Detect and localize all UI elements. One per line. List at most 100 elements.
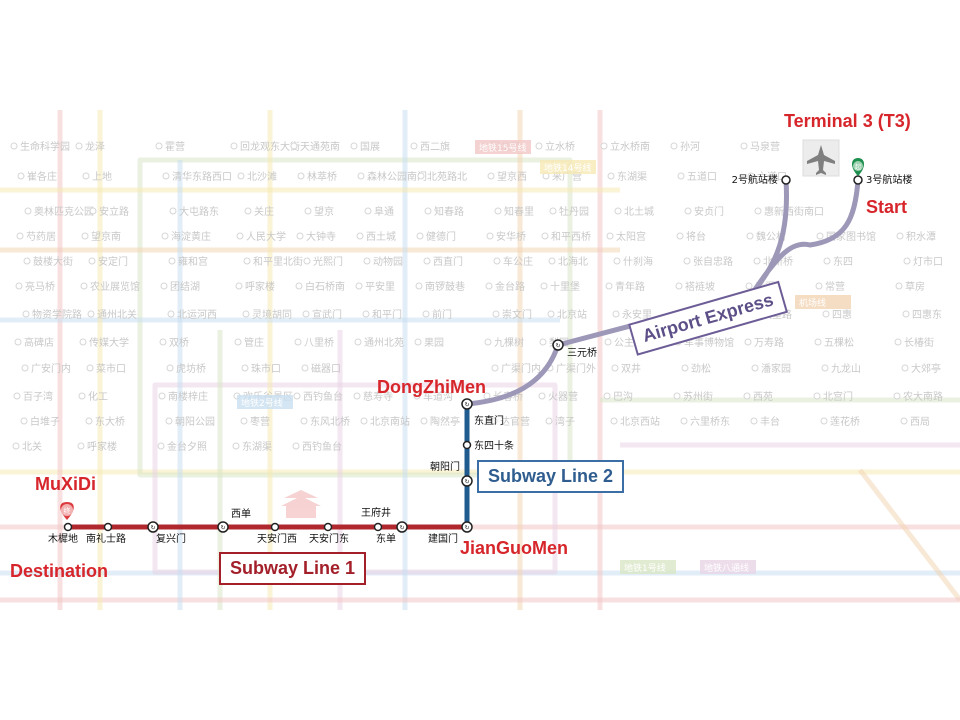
faded-station-label: 孙河: [680, 140, 700, 153]
faded-station-label: 平安里: [365, 280, 395, 293]
station-t2[interactable]: 2号航站楼: [732, 173, 791, 186]
station-chaoyangmen[interactable]: ↻ 朝阳门: [430, 460, 473, 487]
faded-station-dot: [548, 257, 556, 265]
faded-station-label: 永安里: [622, 308, 652, 321]
station-dongsishitiao[interactable]: 东四十条: [462, 439, 515, 452]
faded-station-label: 菜市口: [96, 362, 126, 375]
faded-station-dot: [302, 310, 310, 318]
faded-station-label: 陶然亭: [430, 415, 460, 428]
faded-station-label: 万寿路: [754, 336, 784, 349]
faded-station-label: 百子湾: [23, 390, 53, 403]
station-nanlishilu[interactable]: 南礼士路: [86, 522, 126, 546]
faded-station-label: 天通苑南: [300, 140, 340, 153]
faded-station-dot: [547, 310, 555, 318]
faded-station-label: 龙泽: [85, 140, 105, 153]
faded-station-dot: [240, 417, 248, 425]
faded-station-dot: [79, 338, 87, 346]
station-label-nanlishilu: 南礼士路: [86, 532, 126, 545]
faded-station-dot: [424, 207, 432, 215]
faded-station-label: 双桥: [169, 337, 189, 349]
station-dongdan[interactable]: ↻ 东单: [376, 521, 408, 545]
faded-station-dot: [364, 207, 372, 215]
faded-station-label: 森林公园南门: [367, 170, 427, 183]
faded-line-segment: [152, 382, 558, 575]
faded-station-label: 马泉营: [750, 140, 780, 153]
station-wangfujing[interactable]: 王府井: [361, 506, 391, 532]
faded-station-label: 西苑: [753, 390, 773, 403]
faded-station-label: 车道沟: [423, 390, 453, 403]
faded-station-label: 四惠: [832, 308, 852, 321]
station-fuxingmen[interactable]: ↻ 复兴门: [147, 521, 186, 545]
station-xidan[interactable]: ↻ 西单: [217, 508, 251, 533]
faded-station-label: 宣武门: [312, 308, 342, 321]
start-callout: Start: [866, 197, 908, 217]
station-t3[interactable]: 3号航站楼: [853, 173, 912, 186]
faded-station-label: 西钓鱼台: [302, 440, 342, 453]
faded-station-label: 广安门内: [31, 362, 71, 375]
faded-station-dot: [304, 207, 312, 215]
station-tiananmen-west[interactable]: 天安门西: [257, 522, 297, 546]
faded-station-label: 什刹海: [623, 255, 653, 268]
faded-station-dot: [743, 392, 751, 400]
faded-station-dot: [813, 392, 821, 400]
station-label-dongdan: 东单: [376, 532, 396, 545]
faded-station-dot: [88, 257, 96, 265]
faded-station-dot: [292, 442, 300, 450]
faded-station-label: 朝阳公园: [175, 416, 215, 428]
faded-station-dot: [78, 392, 86, 400]
svg-text:↻: ↻: [220, 525, 225, 532]
faded-station-label: 大屯路东: [179, 205, 219, 218]
station-dongzhimen[interactable]: ↻ 东直门: [461, 398, 504, 427]
faded-station-dot: [815, 282, 823, 290]
station-jianguomen[interactable]: ↻ 建国门: [428, 521, 473, 545]
faded-station-dot: [303, 257, 311, 265]
destination-pin-icon: 终: [60, 502, 74, 520]
station-muxidi[interactable]: 木樨地: [48, 522, 78, 546]
faded-station-label: 大钟寺: [306, 230, 336, 243]
faded-station-dot: [234, 338, 242, 346]
faded-station-label: 惠新西街南口: [764, 205, 824, 218]
faded-station-dot: [15, 282, 23, 290]
start-pin-icon: 起: [852, 158, 864, 176]
subway-line1-label: Subway Line 1: [219, 552, 367, 585]
station-label-xidan: 西单: [231, 508, 251, 520]
faded-station-dot: [237, 172, 245, 180]
faded-station-dot: [895, 282, 903, 290]
faded-station-label: 丰台: [760, 415, 780, 428]
station-label-sanyuanqiao: 三元桥: [567, 347, 597, 359]
faded-station-label: 海淀黄庄: [171, 230, 211, 243]
faded-station-dot: [357, 172, 365, 180]
faded-station-dot: [415, 282, 423, 290]
faded-station-label: 张自忠路: [693, 255, 733, 268]
faded-station-dot: [896, 232, 904, 240]
faded-station-label: 达官营: [500, 415, 530, 428]
faded-station-label: 东大桥: [95, 415, 125, 428]
faded-station-dot: [612, 310, 620, 318]
faded-station-dot: [290, 142, 298, 150]
faded-station-dot: [606, 232, 614, 240]
faded-line-badge-label: 地铁14号线: [544, 162, 591, 174]
faded-station-label: 望京西: [497, 170, 527, 183]
faded-station-dot: [353, 392, 361, 400]
faded-station-dot: [232, 442, 240, 450]
faded-station-label: 望京南: [91, 230, 121, 243]
faded-station-dot: [168, 257, 176, 265]
faded-station-dot: [363, 257, 371, 265]
faded-station-label: 通州北关: [97, 308, 137, 321]
faded-line-badge: [700, 560, 756, 574]
faded-station-label: 魏公村: [756, 230, 786, 243]
faded-station-dot: [356, 232, 364, 240]
station-tiananmen-east[interactable]: 天安门东: [309, 522, 349, 546]
faded-station-dot: [684, 207, 692, 215]
faded-station-dot: [487, 172, 495, 180]
faded-station-label: 生命科学园: [20, 140, 70, 153]
faded-station-dot: [490, 417, 498, 425]
faded-station-dot: [491, 364, 499, 372]
faded-station-dot: [24, 207, 32, 215]
station-sanyuanqiao[interactable]: ↻ 三元桥: [552, 339, 597, 359]
faded-station-dot: [900, 417, 908, 425]
faded-line-badge: [620, 560, 676, 574]
faded-station-label: 前门: [432, 308, 452, 321]
faded-line-badge: [237, 395, 293, 409]
faded-station-dot: [12, 442, 20, 450]
